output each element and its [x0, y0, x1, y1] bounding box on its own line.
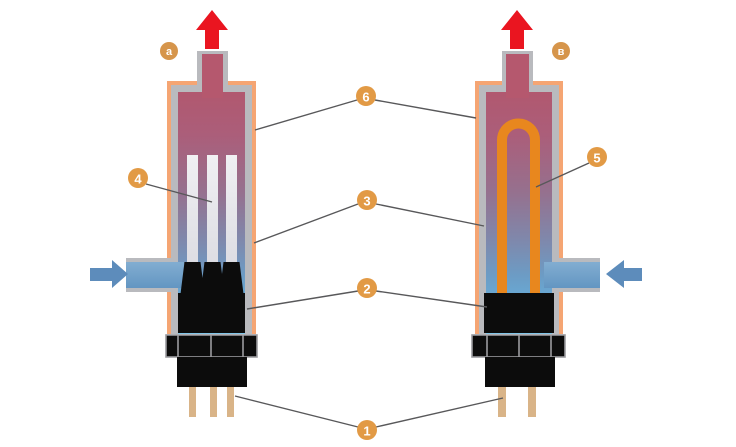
right-outlet-neck-channel	[506, 54, 529, 98]
left-mounting-nut	[165, 334, 258, 358]
callout-6-line-left	[254, 99, 358, 131]
right-outlet-arrow-up-icon	[501, 10, 533, 49]
left-inlet-pipe	[126, 262, 184, 288]
callout-1-line-right	[375, 397, 504, 428]
left-heating-rod-2	[207, 155, 218, 263]
left-outlet-arrow-up-icon	[196, 10, 228, 49]
right-terminal-block	[485, 357, 555, 387]
callout-1-number: 1	[363, 424, 370, 439]
right-pin-2	[528, 387, 536, 417]
left-pin-2	[210, 387, 217, 417]
callout-3-badge	[357, 190, 377, 210]
right-pin-1	[498, 387, 506, 417]
left-pin-1	[189, 387, 196, 417]
right-inlet-pipe	[544, 262, 600, 288]
left-heater: а	[90, 10, 258, 417]
left-pin-3	[227, 387, 234, 417]
left-panel-label: а	[166, 46, 173, 58]
callout-5-line	[535, 162, 590, 188]
callout-1-line-left	[234, 395, 359, 428]
right-mounting-nut	[471, 334, 566, 358]
callout-2-line-right	[375, 290, 488, 308]
left-outlet-neck-channel	[202, 54, 223, 98]
left-panel-label-badge	[160, 42, 178, 60]
callout-4-line	[145, 183, 213, 203]
left-rod-holder-2	[200, 262, 225, 294]
right-heater: в	[471, 10, 642, 417]
callout-2-number: 2	[363, 282, 370, 297]
left-inlet-arrow-right-icon	[90, 260, 128, 288]
right-terminal-base	[484, 293, 554, 333]
callout-6-badge	[356, 86, 376, 106]
callout-badges: 6 3 2 1 4 5	[128, 86, 607, 440]
left-rod-holder-3	[219, 262, 244, 294]
callout-3-number: 3	[363, 194, 370, 209]
left-heating-rod-1	[187, 155, 198, 263]
callout-1-badge	[357, 420, 377, 440]
callout-6-number: 6	[362, 90, 369, 105]
callout-3-line-right	[375, 203, 485, 227]
callout-3-line-left	[253, 203, 359, 244]
callout-4-badge	[128, 168, 148, 188]
left-terminal-base	[178, 293, 245, 333]
right-inlet-arrow-left-icon	[606, 260, 642, 288]
right-panel-label-badge	[552, 42, 570, 60]
callout-6-line-right	[374, 99, 477, 119]
right-panel-label: в	[558, 46, 565, 58]
callout-4-number: 4	[134, 172, 142, 187]
callout-5-number: 5	[593, 151, 600, 166]
callout-2-line-left	[246, 290, 359, 310]
left-heating-rod-3	[226, 155, 237, 263]
right-u-tube-element	[497, 118, 540, 298]
left-terminal-block	[177, 357, 247, 387]
callout-5-badge	[587, 147, 607, 167]
left-rod-holder-1	[180, 262, 205, 294]
callout-lines	[145, 99, 590, 428]
callout-2-badge	[357, 278, 377, 298]
